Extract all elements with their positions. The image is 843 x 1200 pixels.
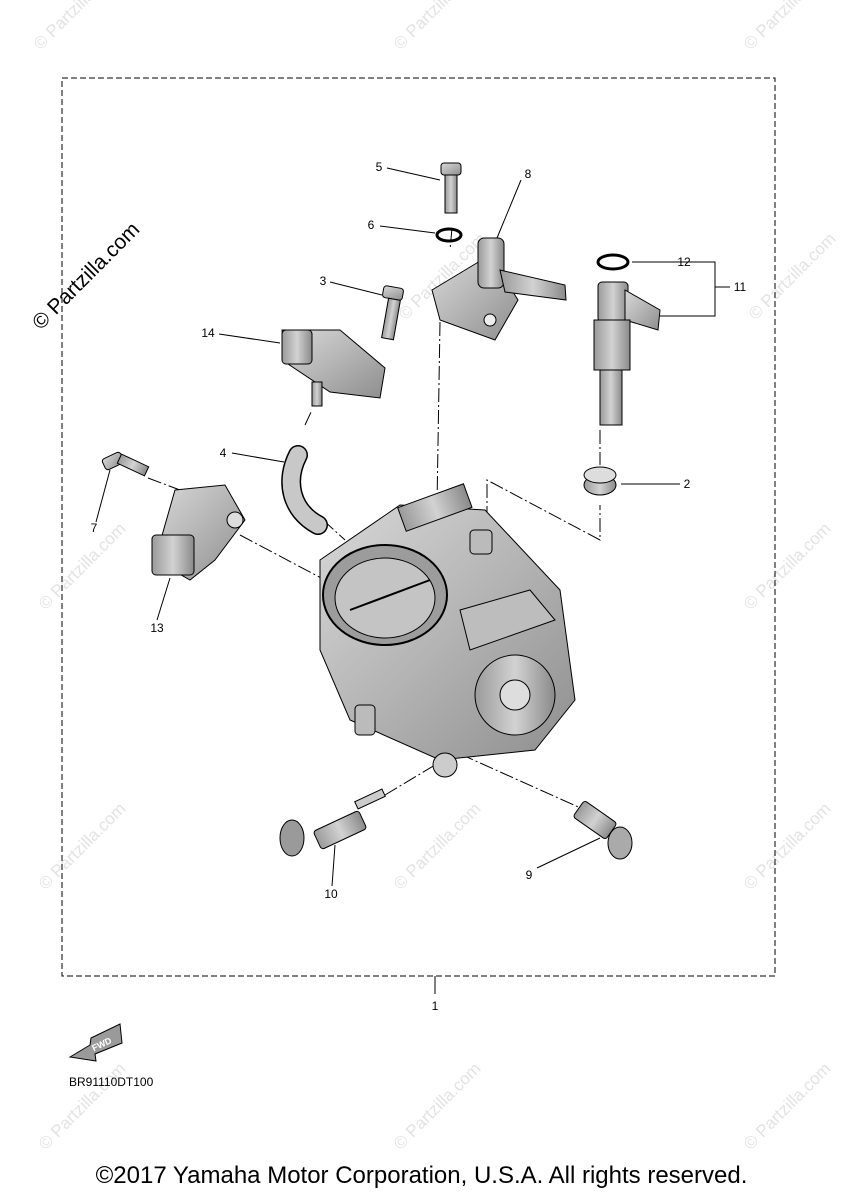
callout-7: 7 — [90, 521, 98, 535]
screw-part-7 — [101, 451, 150, 477]
callout-13: 13 — [150, 621, 164, 635]
callout-11: 11 — [733, 280, 747, 294]
screw-part-9 — [573, 801, 633, 860]
callout-3: 3 — [319, 274, 327, 288]
callout-9: 9 — [525, 868, 533, 882]
assembly-boundary — [61, 77, 776, 977]
callout-leaders — [95, 167, 730, 887]
sensor-part-13 — [151, 484, 246, 581]
diagram-code: BR91110DT100 — [69, 1075, 154, 1089]
fwd-arrow-icon — [68, 1023, 123, 1062]
sensor-part-10 — [279, 788, 386, 857]
callout-2: 2 — [683, 477, 691, 491]
sensor-part-14 — [281, 329, 386, 407]
callout-8: 8 — [524, 167, 532, 181]
screw-part-3 — [381, 285, 404, 341]
o-ring-part-12 — [596, 253, 630, 271]
throttle-body-part-1 — [319, 483, 576, 778]
collar-part-2 — [583, 466, 617, 496]
o-ring-part-6 — [435, 227, 463, 243]
callout-12: 12 — [677, 255, 691, 269]
injector-part-11 — [593, 281, 661, 426]
copyright-footer: ©2017 Yamaha Motor Corporation, U.S.A. A… — [95, 1162, 748, 1189]
callout-14: 14 — [201, 326, 215, 340]
callout-6: 6 — [367, 218, 375, 232]
joint-part-8 — [431, 237, 567, 341]
callout-10: 10 — [324, 887, 338, 901]
bolt-part-5 — [440, 162, 462, 214]
callout-5: 5 — [375, 160, 383, 174]
callout-4: 4 — [219, 446, 227, 460]
callout-1: 1 — [431, 999, 439, 1013]
